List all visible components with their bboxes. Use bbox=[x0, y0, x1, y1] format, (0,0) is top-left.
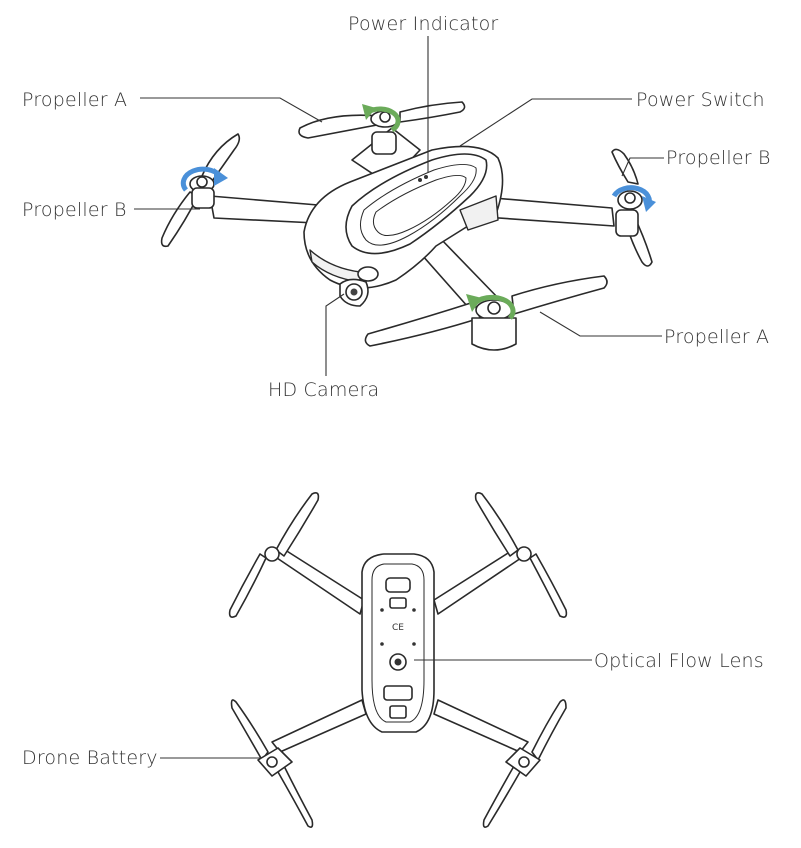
label-propeller-b-right: Propeller B bbox=[666, 147, 771, 169]
propeller-bottom-lower-right bbox=[482, 699, 567, 828]
svg-text:CE: CE bbox=[392, 623, 404, 633]
arm-bottom-lower-right bbox=[433, 699, 529, 753]
leader-propeller-a-right bbox=[539, 311, 662, 337]
label-optical-flow-lens: Optical Flow Lens bbox=[594, 650, 764, 672]
rotation-arrow-prop-a-rear bbox=[362, 104, 401, 133]
leader-propeller-a-left bbox=[140, 97, 323, 123]
label-power-indicator: Power Indicator bbox=[348, 13, 498, 35]
drone-body bbox=[303, 145, 504, 307]
propeller-bottom-upper-left bbox=[228, 492, 320, 618]
arm-right bbox=[469, 148, 653, 267]
label-drone-battery: Drone Battery bbox=[22, 747, 158, 769]
drone-bottom-view: CE Optical Flow Lens Drone Battery bbox=[22, 492, 764, 828]
rotation-arrow-prop-b-left bbox=[180, 166, 228, 192]
propeller-bottom-lower-left bbox=[230, 699, 314, 828]
label-propeller-a-right: Propeller A bbox=[664, 326, 769, 348]
rotation-arrow-prop-a-front bbox=[466, 294, 516, 320]
label-propeller-b-left: Propeller B bbox=[22, 199, 127, 221]
arm-bottom-lower-left bbox=[271, 699, 367, 753]
label-hd-camera: HD Camera bbox=[268, 379, 379, 401]
label-power-switch: Power Switch bbox=[636, 89, 765, 111]
arm-bottom-upper-right bbox=[433, 547, 525, 615]
leader-propeller-b-right bbox=[621, 157, 664, 177]
arm-left bbox=[160, 133, 337, 248]
drone-top-view: Power Indicator Power Switch Propeller A… bbox=[22, 13, 771, 401]
drone-body-underside: CE bbox=[361, 553, 435, 733]
arm-bottom-upper-left bbox=[273, 547, 365, 615]
leader-power-switch bbox=[459, 98, 632, 147]
rotation-arrow-prop-b-right bbox=[611, 185, 656, 212]
arm-front-right bbox=[364, 235, 608, 351]
leader-hd-camera bbox=[325, 293, 345, 376]
propeller-bottom-upper-right bbox=[474, 492, 568, 618]
label-propeller-a-left: Propeller A bbox=[22, 89, 127, 111]
motor-hubs bbox=[196, 111, 636, 315]
